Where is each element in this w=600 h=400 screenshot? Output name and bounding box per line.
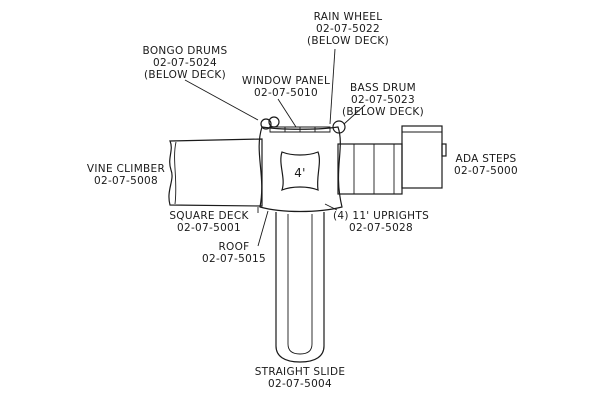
- ada-steps-part: 02-07-5000: [454, 165, 518, 177]
- leader-rain-wheel: [329, 48, 336, 125]
- bongo-drums-name: BONGO DRUMS: [143, 45, 228, 57]
- ada-steps-shape: [337, 125, 447, 195]
- square-deck-shape: [258, 126, 343, 213]
- uprights-name: (4) 11' UPRIGHTS: [333, 210, 429, 222]
- vine-climber-name: VINE CLIMBER: [87, 163, 165, 175]
- rain-wheel-name: RAIN WHEEL: [314, 11, 383, 23]
- straight-slide-shape: [275, 212, 325, 363]
- vine-climber-shape: [168, 138, 263, 207]
- bass-drum-part: 02-07-5023: [351, 94, 415, 106]
- bongo-drum-right: [268, 116, 280, 128]
- ada-steps-name: ADA STEPS: [455, 153, 516, 165]
- square-deck-part: 02-07-5001: [177, 222, 241, 234]
- bass-drum-circle: [332, 120, 346, 134]
- bongo-drums-part: 02-07-5024: [153, 57, 217, 69]
- leader-lines: [184, 48, 366, 247]
- rain-wheel-note: (BELOW DECK): [307, 35, 389, 47]
- vine-climber-part: 02-07-5008: [94, 175, 158, 187]
- square-deck-name: SQUARE DECK: [169, 210, 249, 222]
- leader-roof: [257, 210, 269, 247]
- leader-bongo-drums: [184, 79, 259, 121]
- straight-slide-name: STRAIGHT SLIDE: [255, 366, 346, 378]
- uprights-part: 02-07-5028: [349, 222, 413, 234]
- deck-size-label: 4': [294, 166, 306, 180]
- roof-name: ROOF: [218, 241, 249, 253]
- window-panel-name: WINDOW PANEL: [242, 75, 330, 87]
- bongo-drum-left: [260, 118, 272, 130]
- leader-window-panel: [277, 98, 297, 128]
- bass-drum-name: BASS DRUM: [350, 82, 416, 94]
- leader-bass-drum: [343, 104, 366, 125]
- roof-part: 02-07-5015: [202, 253, 266, 265]
- rain-wheel-part: 02-07-5022: [316, 23, 380, 35]
- leader-uprights: [324, 203, 338, 211]
- window-panel-part: 02-07-5010: [254, 87, 318, 99]
- bass-drum-note: (BELOW DECK): [342, 106, 424, 118]
- bongo-drums-note: (BELOW DECK): [144, 69, 226, 81]
- straight-slide-part: 02-07-5004: [268, 378, 332, 390]
